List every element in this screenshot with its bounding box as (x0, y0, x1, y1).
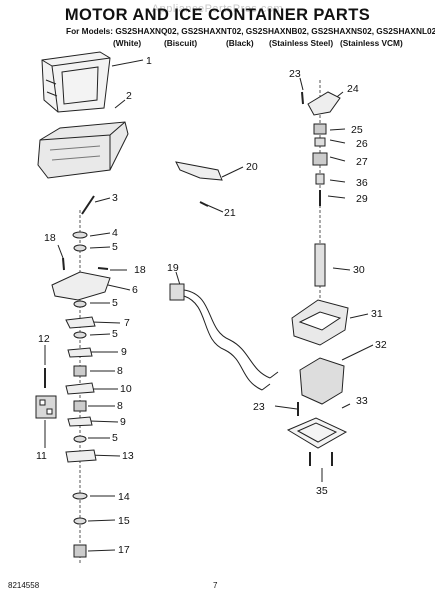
color-stainless-steel: (Stainless Steel) (269, 38, 334, 48)
callout-number: 13 (122, 450, 134, 462)
callout-number: 21 (224, 207, 236, 219)
callout-number: 2 (126, 90, 132, 102)
callout-number: 1 (146, 55, 152, 67)
document-number: 8214558 (8, 581, 40, 590)
models-line: For Models: GS2SHAXNQ02, GS2SHAXNT02, GS… (66, 26, 435, 36)
callout-number: 5 (112, 328, 118, 340)
callout-number: 23 (253, 401, 265, 413)
color-white: (White) (113, 38, 142, 48)
callout-number: 9 (121, 346, 127, 358)
callout-number: 9 (120, 416, 126, 428)
callout-number: 4 (112, 227, 118, 239)
callout-number: 27 (356, 156, 368, 168)
callout-number: 15 (118, 515, 130, 527)
color-black: (Black) (226, 38, 254, 48)
color-stainless-vcm: (Stainless VCM) (340, 38, 403, 48)
callout-number: 29 (356, 193, 368, 205)
page-number: 7 (213, 581, 218, 590)
callout-number: 6 (132, 284, 138, 296)
callout-number: 18 (44, 232, 56, 244)
callout-number: 5 (112, 241, 118, 253)
color-biscuit: (Biscuit) (164, 38, 198, 48)
callout-number: 5 (112, 432, 118, 444)
callout-number: 26 (356, 138, 368, 150)
callout-number: 35 (316, 485, 328, 497)
callout-number: 12 (38, 333, 50, 345)
callout-number: 3 (112, 192, 118, 204)
callout-number: 23 (289, 68, 301, 80)
callout-number: 18 (134, 264, 146, 276)
callout-number: 32 (375, 339, 387, 351)
callout-number: 36 (356, 177, 368, 189)
callout-number: 20 (246, 161, 258, 173)
callout-number: 30 (353, 264, 365, 276)
callout-number: 25 (351, 124, 363, 136)
callout-number: 19 (167, 262, 179, 274)
callout-number: 7 (124, 317, 130, 329)
page-title: MOTOR AND ICE CONTAINER PARTS (64, 6, 371, 24)
callout-number: 8 (117, 365, 123, 377)
callout-number: 17 (118, 544, 130, 556)
callout-number: 10 (120, 383, 132, 395)
callout-number: 8 (117, 400, 123, 412)
callout-number: 5 (112, 297, 118, 309)
callout-number: 14 (118, 491, 130, 503)
callout-number: 31 (371, 308, 383, 320)
callout-number: 11 (36, 450, 47, 462)
callout-number: 24 (347, 83, 359, 95)
callout-number: 33 (356, 395, 368, 407)
